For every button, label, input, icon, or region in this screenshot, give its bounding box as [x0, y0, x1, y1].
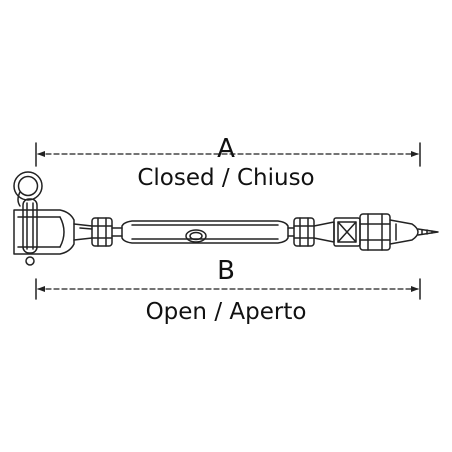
arrow-right-a	[411, 151, 419, 157]
arrow-left-a	[37, 151, 45, 157]
end-cone	[389, 219, 419, 245]
dimension-a-line	[35, 142, 421, 167]
pin-ring	[13, 171, 43, 207]
right-lock-nut	[293, 217, 315, 247]
fitting-nut	[359, 213, 391, 251]
dimension-a-caption: Closed / Chiuso	[137, 165, 315, 191]
arrow-left-b	[37, 286, 45, 292]
left-lock-nut	[91, 217, 113, 247]
terminal-sleeve	[313, 217, 361, 247]
left-threaded-stud	[111, 227, 123, 237]
arrow-right-b	[411, 286, 419, 292]
dimension-a-letter: A	[217, 134, 235, 164]
dimension-b-line	[35, 278, 421, 300]
jaw-fitting	[13, 209, 93, 255]
right-threaded-stud	[287, 227, 295, 237]
clevis-pin	[22, 198, 38, 266]
wire-end	[417, 228, 439, 236]
turnbuckle-body	[121, 220, 289, 244]
dimension-b-caption: Open / Aperto	[145, 299, 307, 325]
body-hole	[185, 229, 207, 243]
dimension-b-letter: B	[217, 256, 235, 286]
